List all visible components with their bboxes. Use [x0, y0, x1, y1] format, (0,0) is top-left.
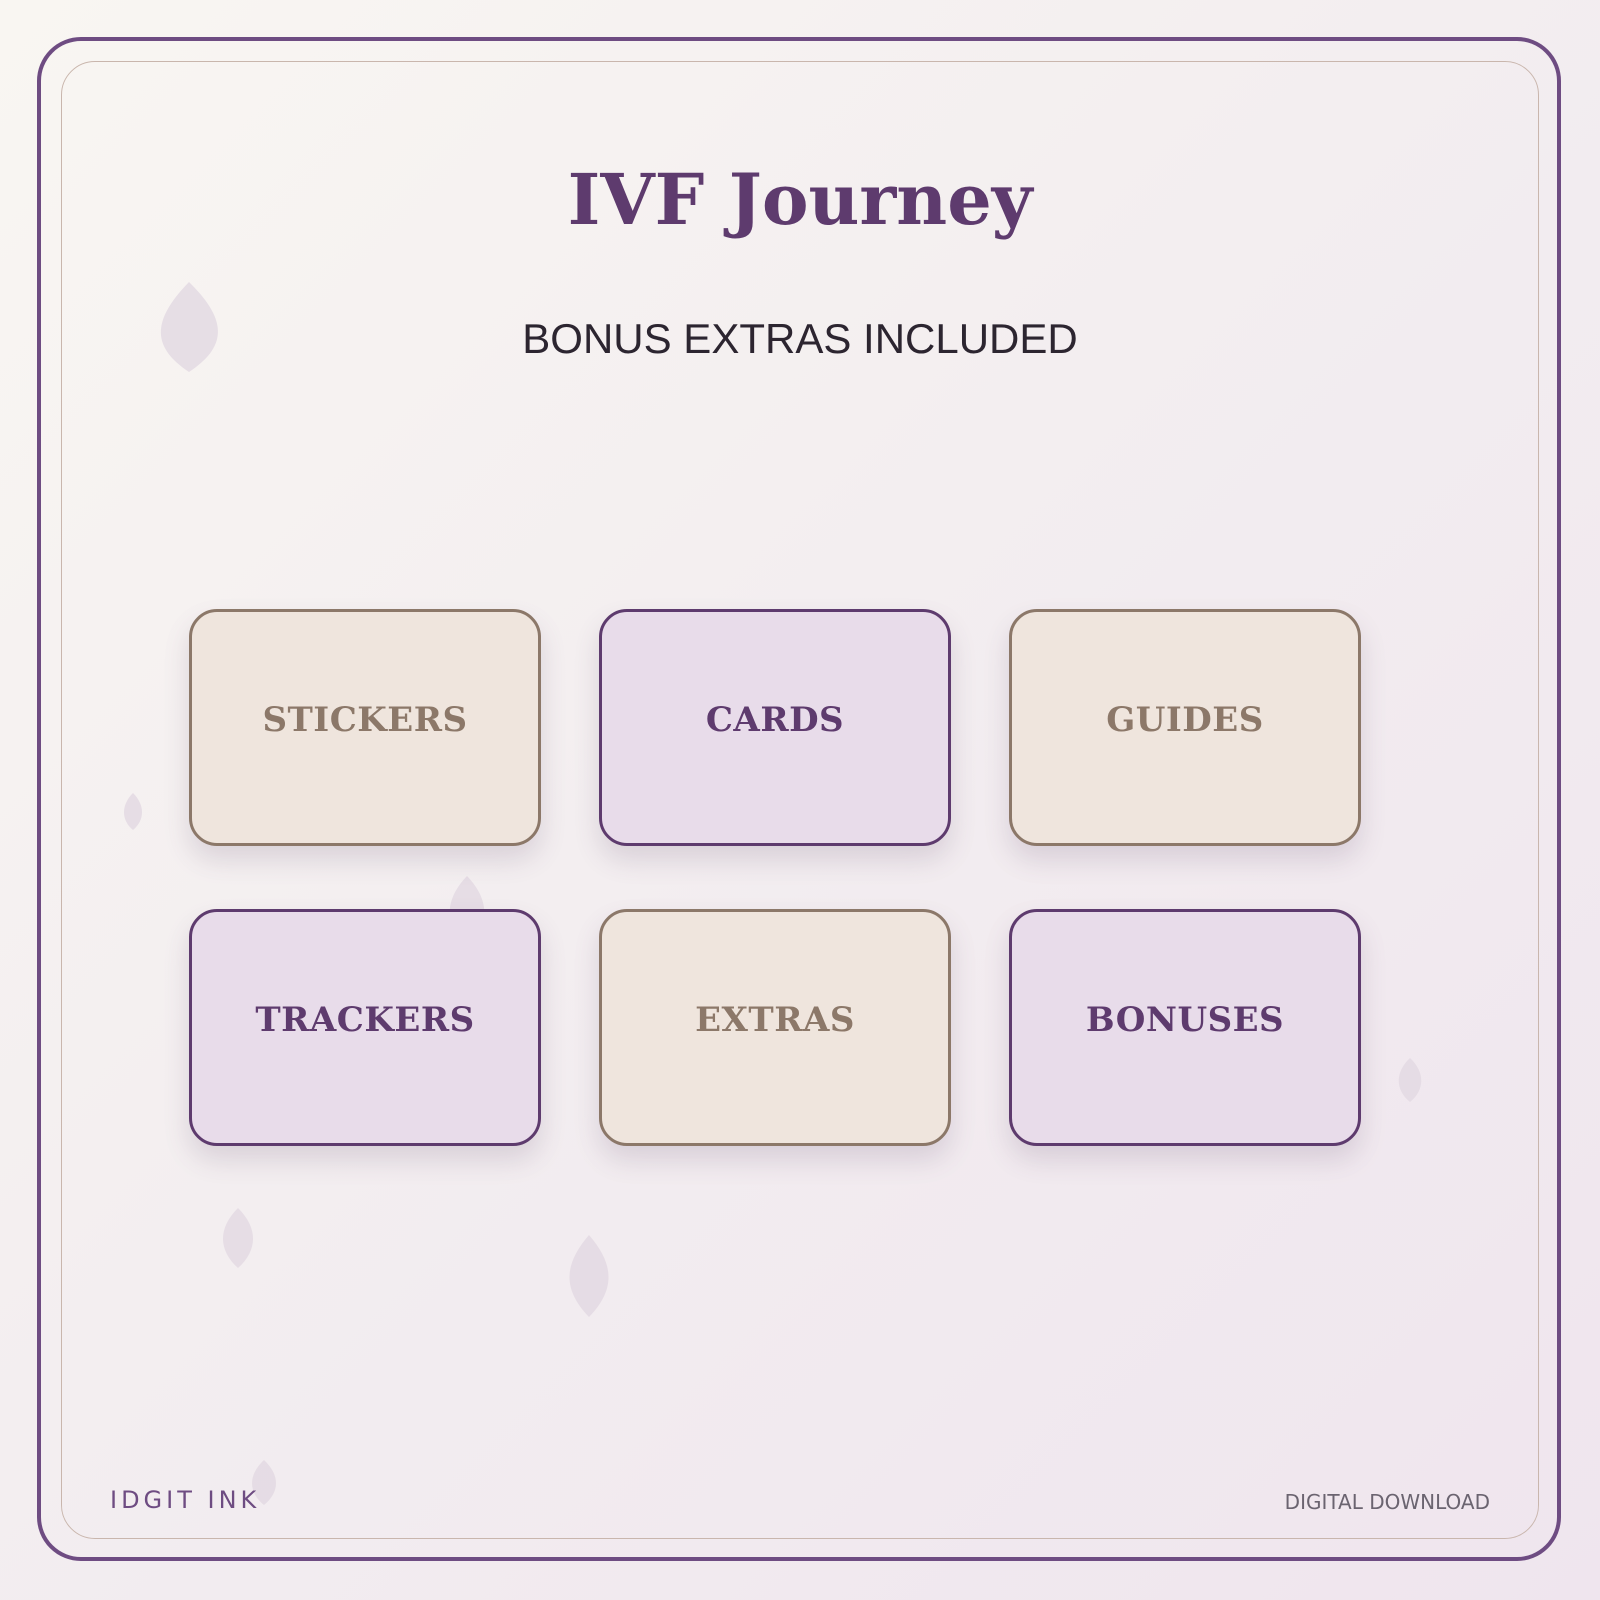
page-subtitle: BONUS EXTRAS INCLUDED	[522, 315, 1078, 362]
card-extras[interactable]: EXTRAS	[599, 909, 951, 1146]
card-bonuses[interactable]: BONUSES	[1009, 909, 1361, 1146]
download-note: DIGITAL DOWNLOAD	[1284, 1490, 1490, 1514]
outer-frame	[37, 37, 1561, 1561]
card-label: GUIDES	[1106, 700, 1264, 740]
card-label: STICKERS	[262, 700, 468, 740]
card-stickers[interactable]: STICKERS	[189, 609, 541, 846]
card-label: EXTRAS	[695, 1000, 855, 1040]
card-label: CARDS	[705, 700, 845, 740]
card-trackers[interactable]: TRACKERS	[189, 909, 541, 1146]
card-label: TRACKERS	[255, 1000, 475, 1040]
page-title: IVF Journey	[567, 158, 1033, 241]
card-label: BONUSES	[1085, 1000, 1285, 1040]
card-cards[interactable]: CARDS	[599, 609, 951, 846]
brand-name: IDGIT INK	[110, 1486, 261, 1514]
inner-frame	[61, 61, 1539, 1539]
card-guides[interactable]: GUIDES	[1009, 609, 1361, 846]
